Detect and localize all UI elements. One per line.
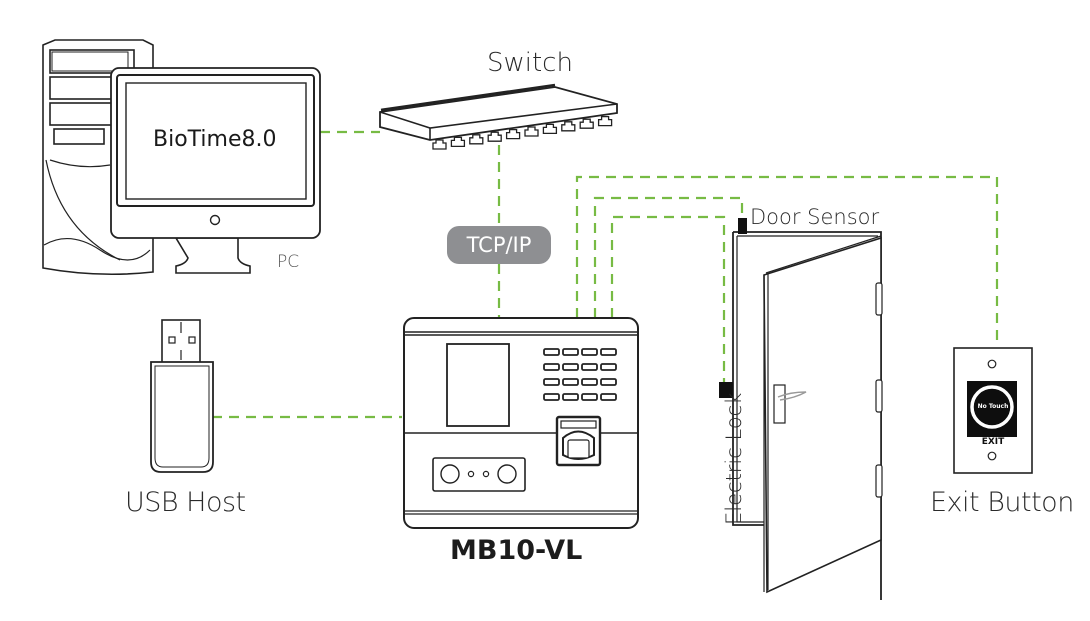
- tcp-ip-badge: TCP/IP: [447, 226, 551, 264]
- keypad-key: [600, 393, 617, 401]
- exit-button-face-text: No Touch: [977, 403, 1009, 410]
- switch-port-icon: [579, 118, 594, 129]
- exit-button-label: Exit Button: [930, 487, 1074, 518]
- usb-stick-icon: [150, 319, 214, 473]
- keypad-key: [562, 393, 579, 401]
- keypad-key: [562, 348, 579, 356]
- pc-label: PC: [277, 252, 300, 272]
- switch-ports: [432, 115, 613, 150]
- keypad-key: [600, 363, 617, 371]
- wire-device-electric-lock: [610, 215, 726, 382]
- wire-device-exit-button: [575, 175, 999, 345]
- switch-port-icon: [542, 123, 558, 135]
- switch-label: Switch: [487, 48, 573, 78]
- mb10-vl-device: [403, 317, 639, 529]
- pc-screen-text: BioTime8.0: [153, 127, 277, 152]
- keypad-key: [600, 348, 617, 356]
- keypad-key: [581, 348, 598, 356]
- keypad-key: [600, 378, 617, 386]
- switch-port-icon: [450, 136, 466, 148]
- fingerprint-sensor-icon: [555, 415, 602, 467]
- door-icon: [732, 231, 883, 600]
- usb-host-label: USB Host: [125, 487, 246, 518]
- switch-port-icon: [432, 139, 447, 150]
- switch-port-icon: [597, 115, 613, 127]
- keypad-key: [543, 393, 560, 401]
- door-handle-plate: [773, 384, 786, 424]
- keypad-key: [562, 363, 579, 371]
- keypad-key: [543, 378, 560, 386]
- monitor-icon: [110, 67, 321, 274]
- keypad-key: [581, 393, 598, 401]
- exit-button-exit-text: EXIT: [981, 437, 1005, 447]
- electric-lock-label: Electric Lock: [722, 392, 746, 525]
- door-sensor-label: Door Sensor: [750, 205, 880, 229]
- switch-port-icon: [487, 131, 502, 142]
- switch-port-icon: [561, 121, 576, 132]
- door-sensor-block: [738, 218, 747, 234]
- switch-port-icon: [524, 126, 539, 137]
- device-model-label: MB10-VL: [450, 535, 583, 566]
- switch-port-icon: [505, 128, 521, 140]
- keypad-key: [581, 363, 598, 371]
- wire-device-door-sensor: [593, 196, 744, 318]
- exit-button-icon: [953, 347, 1033, 474]
- keypad-key: [543, 348, 560, 356]
- switch-port-icon: [469, 134, 484, 145]
- electric-lock-block: [719, 382, 733, 398]
- device-keypad: [543, 348, 617, 401]
- keypad-key: [543, 363, 560, 371]
- switch-icon: [379, 83, 618, 141]
- keypad-key: [581, 378, 598, 386]
- door-handle: [777, 391, 807, 401]
- keypad-key: [562, 378, 579, 386]
- device-screen: [446, 343, 510, 427]
